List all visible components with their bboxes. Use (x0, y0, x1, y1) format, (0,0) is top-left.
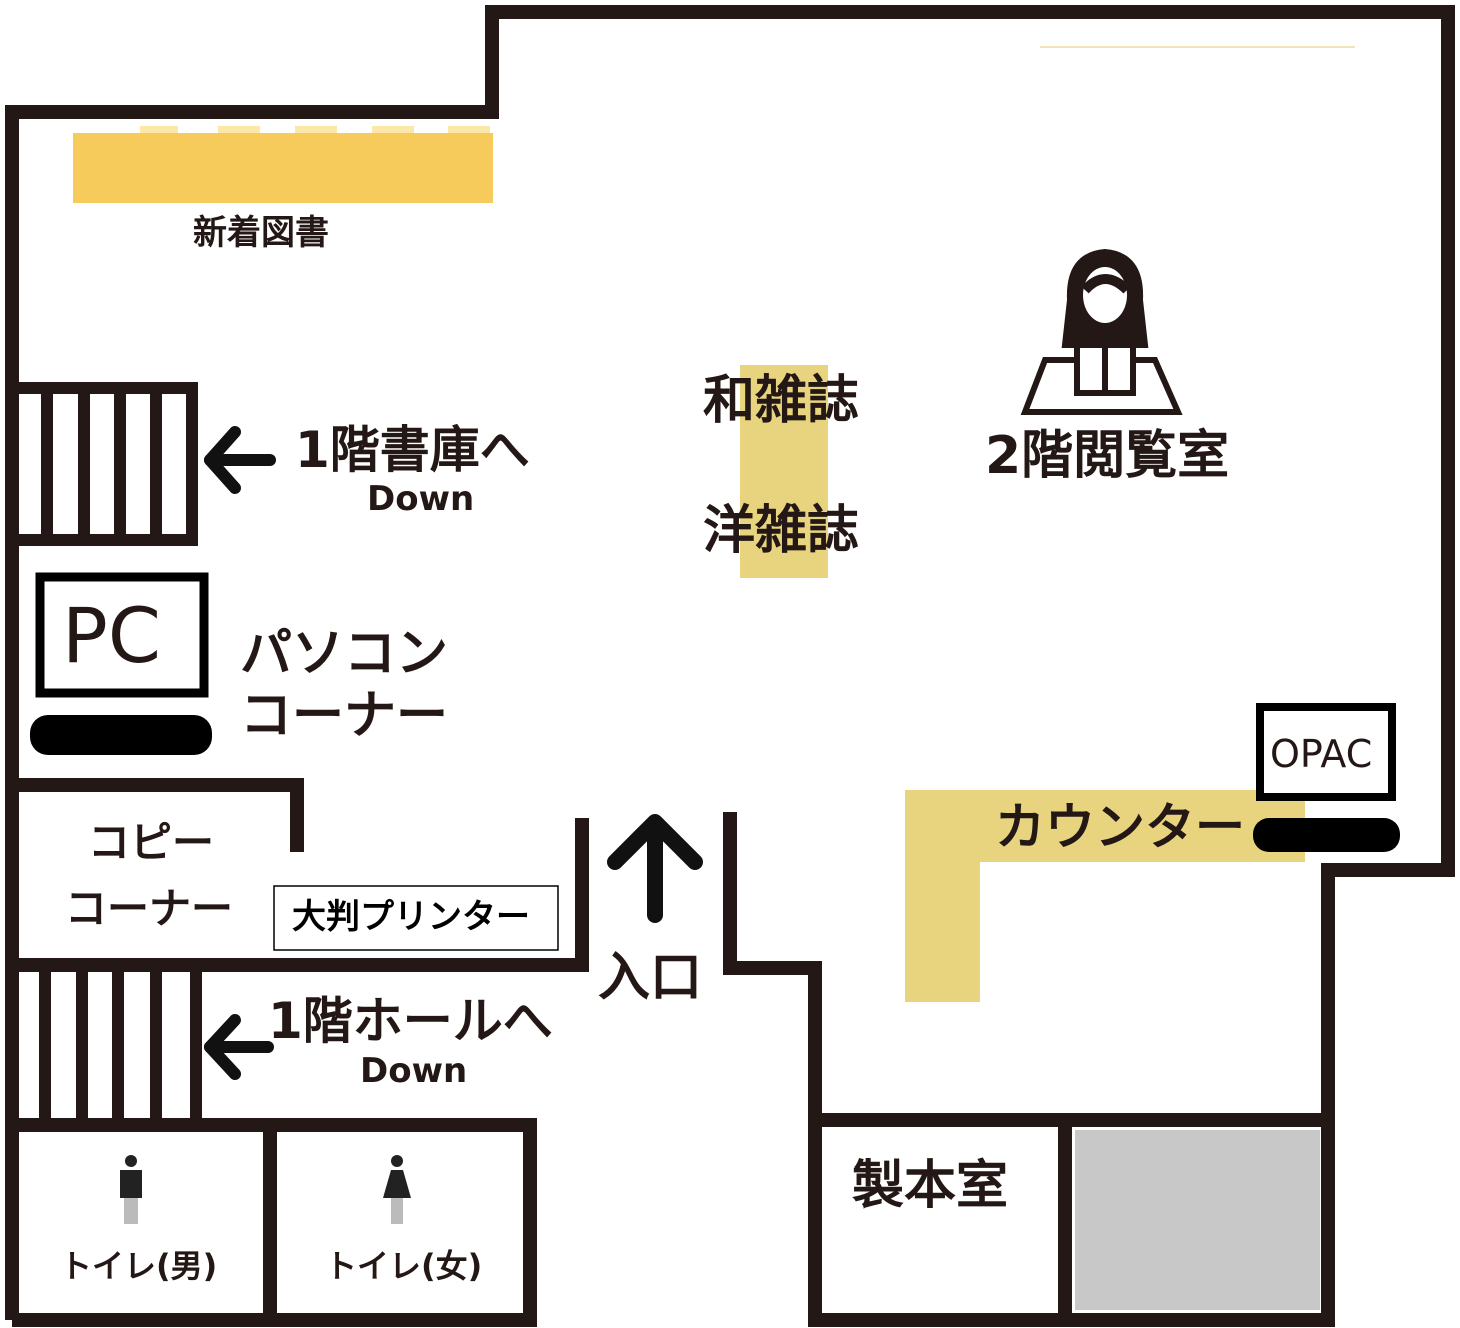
pc-corner-label-line1[interactable]: パソコン (240, 624, 449, 684)
stairs-hall-label[interactable]: 1階ホールへ (268, 992, 553, 1050)
counter-desk (905, 790, 1305, 1002)
entrance-arrow-up-icon (607, 814, 703, 923)
stairs-stacks-label[interactable]: 1階書庫へ (295, 421, 530, 479)
foreign-magazines-label[interactable]: 洋雑誌 (703, 501, 860, 561)
entrance-label[interactable]: 入口 (598, 948, 703, 1008)
male-toilet-icon (120, 1155, 142, 1224)
toilet-men-label[interactable]: トイレ(男) (60, 1247, 218, 1285)
large-printer-label[interactable]: 大判プリンター (292, 897, 530, 937)
opac-terminal-icon (1253, 703, 1400, 852)
storage-room (1075, 1130, 1320, 1310)
walls (5, 5, 1455, 1327)
pc-icon-text: PC (62, 591, 161, 680)
reading-person-icon (1020, 248, 1183, 415)
copy-corner-label-line1[interactable]: コピー (88, 818, 215, 867)
new-books-label: 新着図書 (193, 213, 329, 253)
arrow-left-icon (204, 426, 276, 494)
reading-room-label[interactable]: 2階閲覧室 (985, 426, 1230, 486)
pc-icon (30, 572, 212, 755)
arrow-left-icon (204, 1014, 274, 1080)
stairs-hall-down-label: Down (360, 1051, 468, 1091)
female-toilet-icon (383, 1155, 411, 1224)
stairs-to-stacks (12, 382, 198, 546)
opac-label[interactable]: OPAC (1270, 732, 1373, 776)
stairs-to-hall (39, 970, 202, 1125)
new-books-shelf (73, 126, 493, 203)
pc-corner-label-line2[interactable]: コーナー (240, 686, 449, 746)
large-printer-box (273, 885, 559, 951)
bindery-label[interactable]: 製本室 (852, 1156, 1009, 1216)
counter-label[interactable]: カウンター (995, 798, 1245, 856)
stairs-stacks-down-label: Down (367, 479, 475, 519)
toilet-women-label[interactable]: トイレ(女) (325, 1247, 483, 1285)
japanese-magazines-label[interactable]: 和雑誌 (703, 371, 860, 431)
copy-corner-label-line2[interactable]: コーナー (65, 884, 234, 933)
magazine-shelf (740, 365, 828, 578)
